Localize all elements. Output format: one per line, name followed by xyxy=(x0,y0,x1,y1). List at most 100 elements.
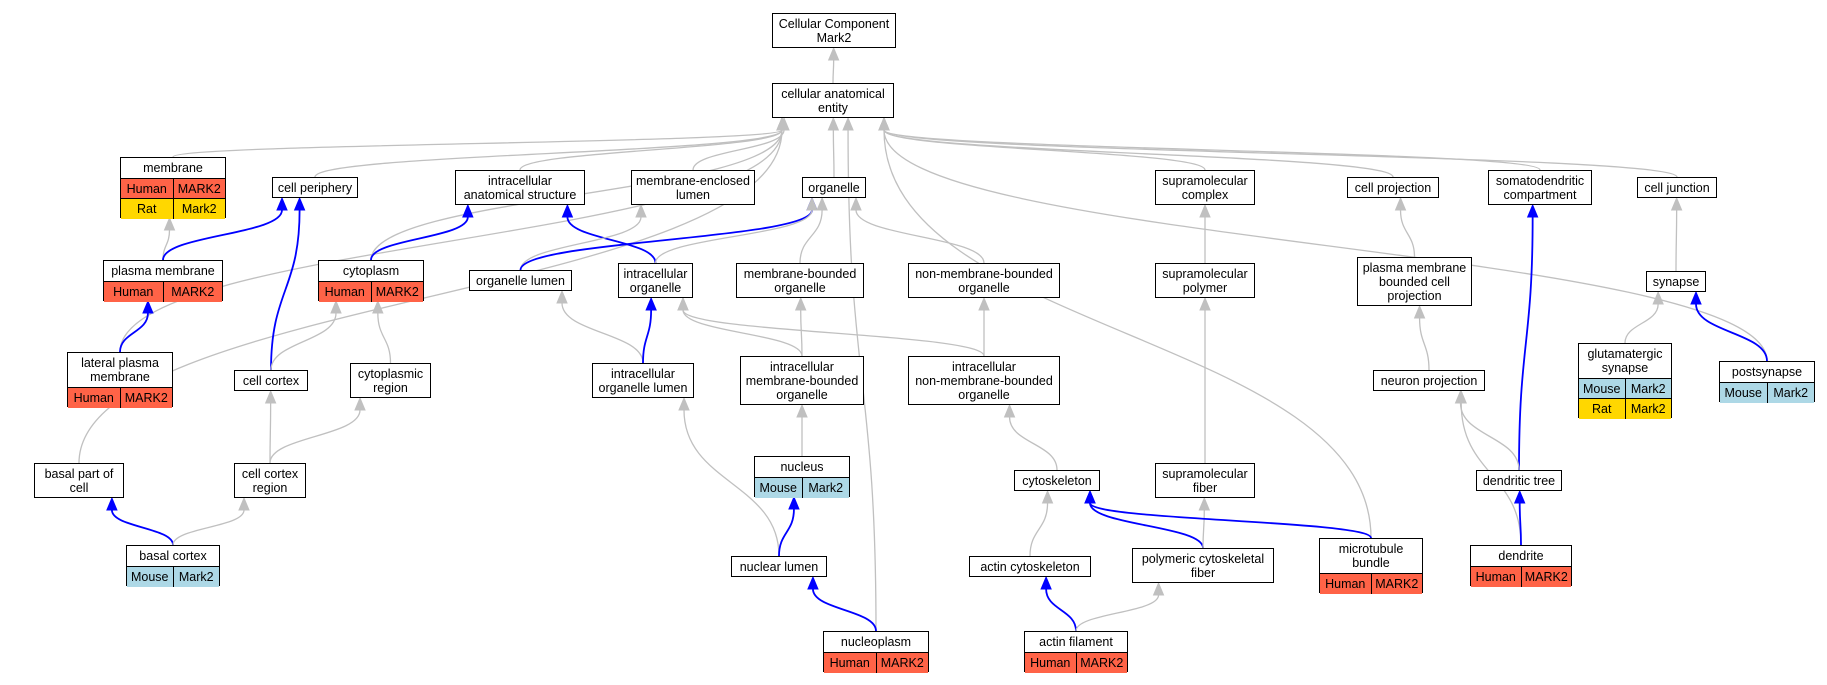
term-label: basal part of cell xyxy=(44,467,114,495)
term-node-neuronproj: neuron projection xyxy=(1373,370,1485,391)
term-label: intracellular organelle lumen xyxy=(598,367,688,395)
term-label: neuron projection xyxy=(1380,374,1478,388)
species-cell: Mouse xyxy=(130,570,169,584)
term-label: supramolecular complex xyxy=(1162,174,1248,202)
gene-cell: MARK2 xyxy=(162,282,223,302)
term-label: plasma membrane xyxy=(111,264,215,278)
gene-cell: MARK2 xyxy=(172,179,226,199)
term-node-cytoskeleton: cytoskeleton xyxy=(1014,470,1100,491)
edge-ccregion-to-cytoreg xyxy=(269,396,366,464)
term-label: plasma membrane bounded cell projection xyxy=(1362,261,1467,303)
gene-cell: MARK2 xyxy=(119,388,173,408)
edge-supfiber-to-suppolymer xyxy=(1199,296,1211,464)
term-node-supfiber: supramolecular fiber xyxy=(1155,463,1255,498)
species-cell: Mouse xyxy=(1724,386,1763,400)
term-node-cc: Cellular Component Mark2 xyxy=(772,13,896,48)
term-label: polymeric cytoskeletal fiber xyxy=(1141,552,1265,580)
term-label: cytoplasm xyxy=(342,264,400,278)
term-label: intracellular organelle xyxy=(623,267,688,295)
gene-cell: MARK2 xyxy=(370,282,424,302)
edge-dendrite-to-neuronproj xyxy=(1455,389,1522,546)
species-row: Human MARK2 xyxy=(1320,573,1422,594)
edge-neuronproj-to-pmbcp xyxy=(1413,304,1430,371)
term-node-mel: membrane-enclosed lumen xyxy=(631,170,755,205)
edge-actinfil-to-actincyto xyxy=(1040,575,1077,632)
term-node-synapse: synapse xyxy=(1646,271,1706,292)
species-cell: Human xyxy=(126,182,167,196)
term-label: intracellular non-membrane-bounded organ… xyxy=(915,360,1053,402)
term-label: cytoplasmic region xyxy=(357,367,424,395)
edge-iol-to-orglumen xyxy=(556,289,644,364)
term-label: supramolecular polymer xyxy=(1162,267,1248,295)
species-cell: Human xyxy=(1030,656,1071,670)
edge-cellcortex-to-cellper xyxy=(270,196,306,371)
edge-nuclumen-to-nucleus xyxy=(778,495,800,557)
species-cell: Human xyxy=(73,391,114,405)
edge-synapse-to-celljunc xyxy=(1670,196,1683,272)
term-label: cell cortex region xyxy=(241,467,299,495)
term-label: basal cortex xyxy=(139,549,207,563)
term-node-iol: intracellular organelle lumen xyxy=(592,363,694,398)
edge-pmbcp-to-cellproj xyxy=(1394,196,1416,258)
term-node-cellcortex: cell cortex xyxy=(234,370,308,391)
term-node-celljunc: cell junction xyxy=(1637,177,1717,198)
species-cell: Human xyxy=(1325,577,1366,591)
term-node-somato: somatodendritic compartment xyxy=(1488,170,1592,205)
edge-cellcortex-to-cytoplasm xyxy=(270,299,342,371)
edge-inmbo-to-intorg xyxy=(677,296,985,357)
species-cell: Human xyxy=(1475,570,1516,584)
edge-actinfil-to-pcf xyxy=(1075,581,1165,632)
gene-cell: MARK2 xyxy=(1370,574,1423,594)
term-label: membrane-enclosed lumen xyxy=(636,174,750,202)
edge-orglumen-to-organelle xyxy=(519,196,818,271)
gene-cell: Mark2 xyxy=(801,478,850,498)
term-node-cellper: cell periphery xyxy=(272,177,358,198)
edge-ccregion-to-cellcortex xyxy=(264,389,277,464)
edge-nucleus-to-imbo xyxy=(796,403,808,456)
term-node-basalpart: basal part of cell xyxy=(34,463,124,498)
edge-iol-to-intorg xyxy=(642,296,657,364)
edge-organelle-to-cae xyxy=(827,116,840,178)
edge-basalcortex-to-basalpart xyxy=(106,496,174,546)
edge-imbo-to-intorg xyxy=(677,296,803,357)
term-label: dendrite xyxy=(1498,549,1544,563)
term-label: postsynapse xyxy=(1731,365,1803,379)
term-node-ccregion: cell cortex region xyxy=(234,463,306,498)
term-label: organelle xyxy=(808,181,860,195)
species-cell: Mouse xyxy=(1582,382,1621,396)
term-label: synapse xyxy=(1652,275,1700,289)
edge-intorg-to-organelle xyxy=(654,196,818,264)
edge-nucleoplasm-to-nuclumen xyxy=(807,575,877,632)
edge-cae-to-cc xyxy=(827,46,840,84)
edge-pcf-to-supfiber xyxy=(1198,496,1211,549)
edge-cellper-to-cae xyxy=(314,116,788,178)
term-label: membrane xyxy=(143,161,203,175)
edge-suppolymer-to-supcomplex xyxy=(1199,203,1211,264)
species-cell: Human xyxy=(113,285,154,299)
term-node-pmbcp: plasma membrane bounded cell projection xyxy=(1357,257,1472,306)
edge-postsyn-to-synapse xyxy=(1690,290,1768,362)
edge-nuclumen-to-iol xyxy=(678,396,780,557)
term-label: cellular anatomical entity xyxy=(781,87,885,115)
edge-inmbo-to-nmbo xyxy=(978,296,990,357)
species-cell: Rat xyxy=(1592,402,1612,416)
species-cell: Human xyxy=(829,656,870,670)
edge-ias-to-cae xyxy=(519,116,788,171)
edge-mtbundle-to-cytoskeleton xyxy=(1084,489,1372,539)
species-cell: Rat xyxy=(137,202,157,216)
term-node-cae: cellular anatomical entity xyxy=(772,83,894,118)
edge-lpm-to-pm xyxy=(119,299,154,353)
